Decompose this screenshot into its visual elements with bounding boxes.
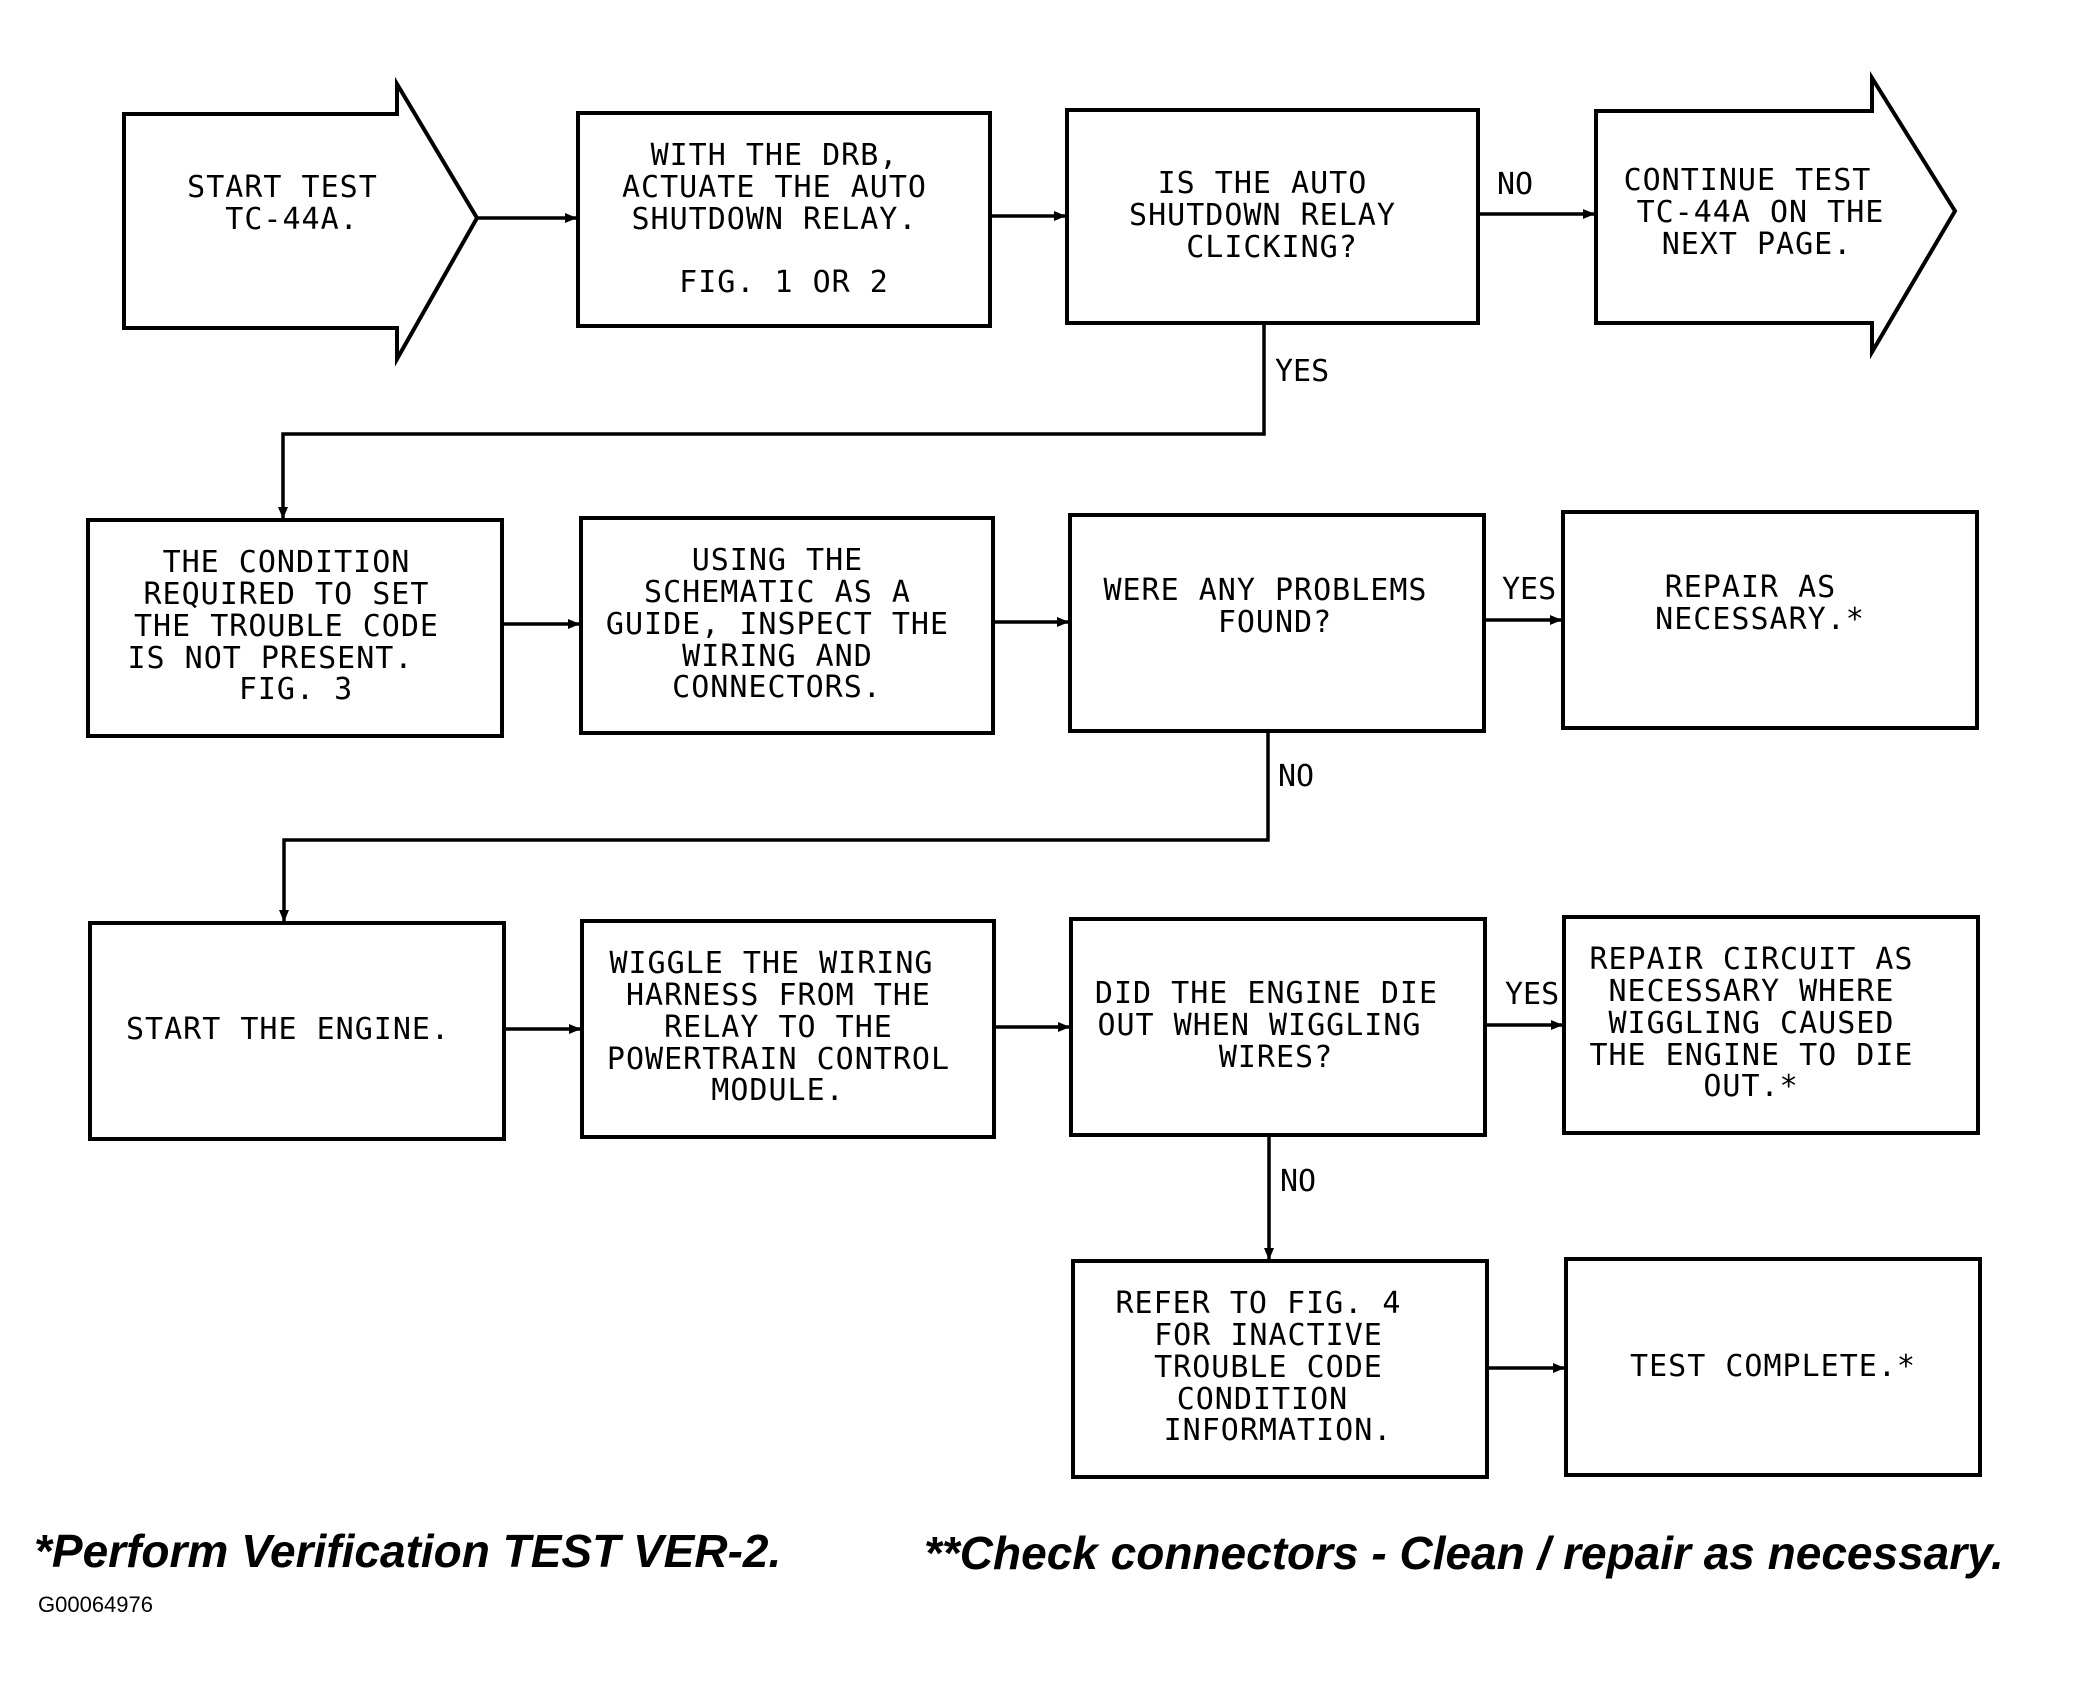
arrow-clicking-yes bbox=[278, 323, 1266, 519]
footnote-verification: *Perform Verification TEST VER-2. bbox=[34, 1525, 781, 1577]
engine-die-out-box bbox=[1069, 917, 1487, 1137]
wiggle-harness-box bbox=[580, 919, 996, 1139]
label-problems-yes: YES bbox=[1502, 572, 1556, 607]
repair-circuit-text: REPAIR CIRCUIT AS NECESSARY WHERE WIGGLI… bbox=[1589, 942, 1932, 1104]
actuate-relay-text: WITH THE DRB, ACTUATE THE AUTO SHUTDOWN … bbox=[622, 138, 946, 300]
figure-id: G00064976 bbox=[38, 1592, 153, 1617]
continue-test-shape bbox=[1594, 71, 1958, 360]
footnote-connectors: **Check connectors - Clean / repair as n… bbox=[924, 1527, 2004, 1579]
problems-found-box bbox=[1068, 513, 1486, 733]
actuate-relay-box bbox=[576, 111, 992, 328]
start-engine-box bbox=[88, 921, 506, 1141]
repair-as-necessary-text: REPAIR AS NECESSARY.* bbox=[1655, 570, 1865, 637]
condition-not-present-box bbox=[86, 518, 504, 738]
start-test-shape bbox=[122, 76, 480, 367]
label-dieout-yes: YES bbox=[1505, 977, 1559, 1012]
start-engine-text: START THE ENGINE. bbox=[126, 1012, 450, 1047]
inspect-wiring-text: USING THE SCHEMATIC AS A GUIDE, INSPECT … bbox=[606, 543, 968, 705]
continue-test-text: CONTINUE TEST TC-44A ON THE NEXT PAGE. bbox=[1624, 163, 1904, 262]
test-complete-text: TEST COMPLETE.* bbox=[1630, 1349, 1916, 1384]
arrow-problems-no bbox=[279, 731, 1270, 922]
refer-fig4-text: REFER TO FIG. 4 FOR INACTIVE TROUBLE COD… bbox=[1116, 1286, 1421, 1448]
engine-die-out-text: DID THE ENGINE DIE OUT WHEN WIGGLING WIR… bbox=[1095, 976, 1457, 1075]
problems-found-text: WERE ANY PROBLEMS FOUND? bbox=[1103, 573, 1446, 640]
relay-clicking-text: IS THE AUTO SHUTDOWN RELAY CLICKING? bbox=[1129, 166, 1415, 265]
repair-circuit-box bbox=[1562, 915, 1980, 1135]
repair-as-necessary-box bbox=[1561, 510, 1979, 730]
inspect-wiring-box bbox=[579, 516, 995, 735]
test-complete-box bbox=[1564, 1257, 1982, 1477]
label-clicking-yes: YES bbox=[1275, 354, 1329, 389]
label-dieout-no: NO bbox=[1280, 1164, 1316, 1199]
wiggle-harness-text: WIGGLE THE WIRING HARNESS FROM THE RELAY… bbox=[607, 946, 969, 1108]
label-clicking-no: NO bbox=[1497, 167, 1533, 202]
label-problems-no: NO bbox=[1278, 759, 1314, 794]
start-test-text: START TEST TC-44A. bbox=[187, 170, 397, 237]
condition-not-present-text: THE CONDITION REQUIRED TO SET THE TROUBL… bbox=[128, 545, 459, 707]
relay-clicking-box bbox=[1065, 108, 1480, 325]
